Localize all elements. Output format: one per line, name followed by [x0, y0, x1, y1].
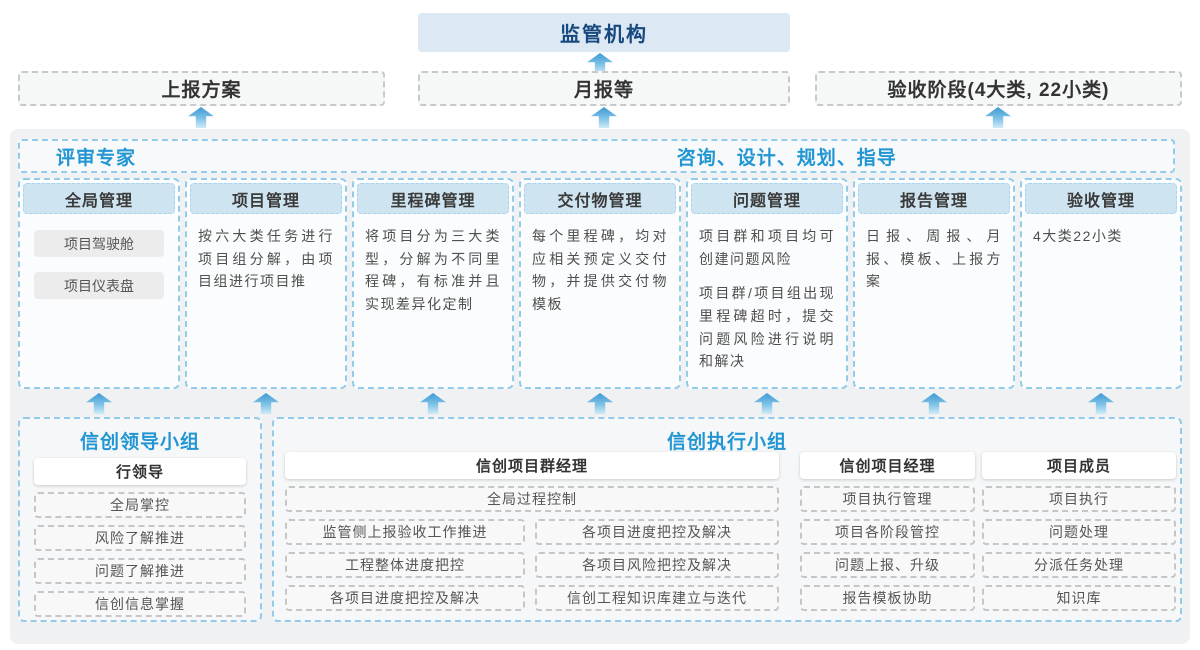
execution-item: 项目执行 [982, 486, 1176, 512]
execution-item: 项目执行管理 [800, 486, 975, 512]
execution-item: 问题处理 [982, 519, 1176, 545]
role-box-bank-leader: 行领导 [34, 458, 246, 485]
column-title: 报告管理 [858, 183, 1010, 214]
group-project-manager: 信创项目经理 项目执行管理 项目各阶段管控 问题上报、升级 报告模板协助 [800, 452, 975, 611]
arrow-up-icon [591, 107, 617, 128]
execution-item: 项目各阶段管控 [800, 519, 975, 545]
leadership-item: 信创信息掌握 [34, 591, 246, 617]
leadership-item: 风险了解推进 [34, 525, 246, 551]
column-paragraph: 每个里程碑，均对应相关预定义交付物，并提供交付物模板 [532, 228, 668, 313]
execution-item: 各项目进度把控及解决 [285, 585, 525, 611]
execution-team-title: 信创执行小组 [666, 432, 787, 453]
group-program-manager: 信创项目群经理 全局过程控制 监管侧上报验收工作推进 工程整体进度把控 各项目进… [285, 452, 779, 611]
report-box-acceptance: 验收阶段(4大类, 22小类) [815, 71, 1182, 106]
column-project-mgmt: 项目管理 按六大类任务进行项目组分解，由项目组进行项目推 [185, 178, 347, 389]
column-acceptance-mgmt: 验收管理 4大类22小类 [1020, 178, 1182, 389]
execution-item: 各项目风险把控及解决 [535, 552, 779, 578]
arrow-up-icon [188, 107, 214, 128]
execution-item: 问题上报、升级 [800, 552, 975, 578]
leadership-item: 全局掌控 [34, 492, 246, 518]
column-title: 项目管理 [190, 183, 342, 214]
column-paragraph: 4大类22小类 [1033, 228, 1123, 244]
column-milestone-mgmt: 里程碑管理 将项目分为三大类型，分解为不同里程碑，有标准并且实现差异化定制 [352, 178, 514, 389]
column-report-mgmt: 报告管理 日报、周报、月报、模板、上报方案 [853, 178, 1015, 389]
leadership-item: 问题了解推进 [34, 558, 246, 584]
consult-label: 咨询、设计、规划、指导 [676, 147, 897, 169]
column-paragraph: 项目群和项目均可创建问题风险 [699, 228, 835, 267]
advisory-strip: 评审专家 咨询、设计、规划、指导 [18, 139, 1175, 173]
report-box-plan: 上报方案 [18, 71, 385, 106]
column-title: 全局管理 [23, 183, 175, 214]
column-title: 里程碑管理 [357, 183, 509, 214]
execution-item: 各项目进度把控及解决 [535, 519, 779, 545]
execution-item: 知识库 [982, 585, 1176, 611]
column-title: 交付物管理 [524, 183, 676, 214]
column-title: 验收管理 [1025, 183, 1177, 214]
column-global-mgmt: 全局管理 项目驾驶舱 项目仪表盘 [18, 178, 180, 389]
execution-item: 信创工程知识库建立与迭代 [535, 585, 779, 611]
execution-item: 全局过程控制 [285, 486, 779, 512]
execution-item: 分派任务处理 [982, 552, 1176, 578]
column-title: 问题管理 [691, 183, 843, 214]
role-box-program-manager: 信创项目群经理 [285, 452, 779, 479]
column-paragraph: 日报、周报、月报、模板、上报方案 [866, 228, 1002, 290]
leadership-team-container: 信创领导小组 行领导 全局掌控 风险了解推进 问题了解推进 信创信息掌握 [18, 417, 262, 622]
execution-item: 工程整体进度把控 [285, 552, 525, 578]
column-paragraph: 项目群/项目组出现里程碑超时，提交问题风险进行说明和解决 [699, 285, 835, 370]
column-deliverable-mgmt: 交付物管理 每个里程碑，均对应相关预定义交付物，并提供交付物模板 [519, 178, 681, 389]
execution-item: 报告模板协助 [800, 585, 975, 611]
column-paragraph: 按六大类任务进行项目组分解，由项目组进行项目推 [198, 228, 334, 290]
expert-label: 评审专家 [56, 147, 137, 169]
role-box-project-member: 项目成员 [982, 452, 1176, 479]
column-issue-mgmt: 问题管理 项目群和项目均可创建问题风险 项目群/项目组出现里程碑超时，提交问题风… [686, 178, 848, 389]
execution-team-container: 信创执行小组 信创项目群经理 全局过程控制 监管侧上报验收工作推进 工程整体进度… [272, 417, 1182, 622]
pill-item: 项目驾驶舱 [34, 230, 164, 257]
column-paragraph: 将项目分为三大类型，分解为不同里程碑，有标准并且实现差异化定制 [365, 228, 501, 313]
arrow-up-icon [985, 107, 1011, 128]
role-box-project-manager: 信创项目经理 [800, 452, 975, 479]
group-project-member: 项目成员 项目执行 问题处理 分派任务处理 知识库 [982, 452, 1176, 611]
leadership-team-title: 信创领导小组 [79, 432, 200, 453]
execution-item: 监管侧上报验收工作推进 [285, 519, 525, 545]
report-box-monthly: 月报等 [418, 71, 790, 106]
regulator-box: 监管机构 [418, 13, 790, 52]
pill-item: 项目仪表盘 [34, 272, 164, 299]
